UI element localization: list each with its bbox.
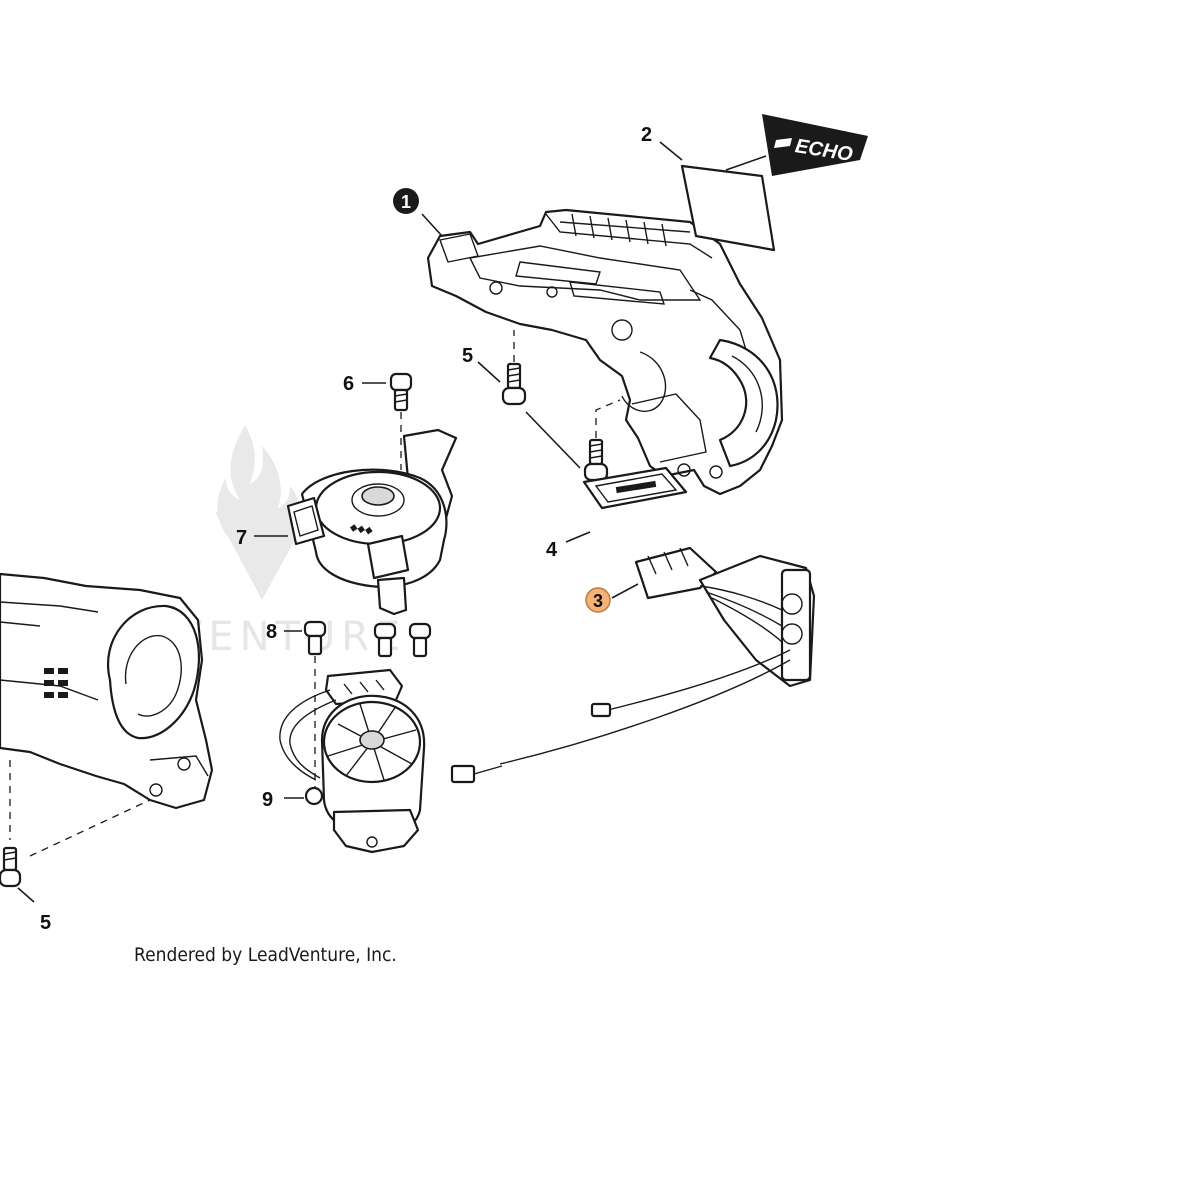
watermark-v-icon	[215, 512, 310, 600]
part-1-slot-a	[515, 261, 601, 285]
part-2-echo-badge	[762, 114, 868, 176]
part-1-foot-hole-b	[709, 465, 723, 479]
part-4-switch-cover[interactable]	[582, 466, 688, 510]
leader-5-upper-b	[525, 411, 581, 469]
part-3-wire-long	[599, 649, 791, 713]
leader-3	[611, 583, 639, 599]
part-7-leg	[376, 576, 408, 616]
part-9-base	[332, 808, 420, 854]
callout-6-label[interactable]: 6	[343, 373, 354, 395]
leader-1	[421, 213, 443, 237]
part-1-ridge	[559, 221, 691, 233]
part-8-screw-c[interactable]	[408, 622, 432, 658]
leader-2-b	[725, 155, 767, 171]
callout-3-badge	[585, 587, 611, 613]
part-1-top-rail	[545, 213, 713, 259]
callout-7-label[interactable]: 7	[236, 527, 247, 549]
main-body-ring	[107, 604, 201, 740]
part-5-screw-b[interactable]	[583, 438, 609, 482]
part-9-cable	[279, 689, 331, 781]
part-5-screw-c[interactable]	[0, 846, 22, 888]
part-7-mark: ◆◆◆	[349, 522, 374, 537]
callout-1-badge	[393, 188, 419, 214]
part-8-screw-b[interactable]	[373, 622, 397, 658]
echo-logo-icon	[774, 138, 792, 148]
callout-4-label[interactable]: 4	[546, 539, 558, 561]
part-7-top-disk	[314, 470, 442, 546]
part-1-flange-inner	[731, 355, 763, 433]
callout-9-label[interactable]: 9	[262, 789, 273, 811]
part-5-screw-a[interactable]	[501, 362, 527, 406]
part-3-wire-long-b	[499, 659, 791, 765]
part-9-motor[interactable]	[279, 668, 426, 854]
part-2-decal[interactable]: ECHO	[680, 114, 868, 252]
leader-5-lower	[17, 887, 35, 903]
part-1-latch	[439, 233, 479, 263]
part-1-foot-hole-a	[677, 463, 691, 477]
part-7-hub	[361, 486, 395, 506]
part-1-slot-b	[569, 281, 666, 305]
part-7-duct-left	[286, 496, 326, 546]
callout-5-upper-label[interactable]: 5	[462, 345, 473, 367]
part-3-plug-a	[590, 702, 612, 718]
part-1-inner-tray	[468, 245, 702, 301]
part-3-plug-b	[450, 764, 476, 784]
dash-screw-b	[595, 399, 621, 438]
callout-3-label[interactable]: 3	[593, 591, 603, 611]
leader-4	[565, 531, 591, 543]
callout-5-lower-label[interactable]: 5	[40, 912, 51, 934]
part-1-outline	[426, 208, 784, 496]
render-credit: Rendered by LeadVenture, Inc.	[134, 944, 397, 966]
main-body-vents	[44, 668, 68, 698]
part-1-ribs	[571, 213, 667, 247]
part-3-switch-harness[interactable]	[450, 546, 816, 784]
callout-8-label[interactable]: 8	[266, 621, 277, 643]
main-body-housing[interactable]	[0, 572, 214, 810]
part-8-screw-a[interactable]	[303, 620, 327, 656]
callout-1-label[interactable]: 1	[401, 192, 411, 212]
part-1-round-flange	[708, 338, 779, 468]
leader-2-a	[659, 141, 683, 161]
part-1-lower-channel	[631, 393, 707, 463]
part-1-hole-a	[489, 281, 503, 295]
part-1-mouth	[621, 351, 667, 413]
callout-2-label[interactable]: 2	[641, 124, 652, 146]
part-4-icon-marks	[615, 480, 657, 494]
part-6-screw[interactable]	[389, 372, 413, 412]
part-1-housing[interactable]	[426, 208, 784, 496]
part-9-cable-b	[289, 699, 337, 779]
part-2-label-panel	[680, 164, 776, 252]
dash-main-body-b	[29, 799, 151, 857]
leader-5-upper	[477, 361, 501, 383]
part-3-wire-bundle	[699, 585, 783, 643]
part-9-shaft	[359, 730, 385, 750]
part-3-connector-block	[634, 546, 718, 600]
part-7-duct-right	[366, 534, 410, 580]
part-1-boss	[611, 319, 633, 341]
part-9-mount-ear	[304, 786, 324, 806]
part-7-fan-housing[interactable]: ◆◆◆	[286, 428, 458, 616]
part-1-hole-b	[546, 286, 558, 298]
